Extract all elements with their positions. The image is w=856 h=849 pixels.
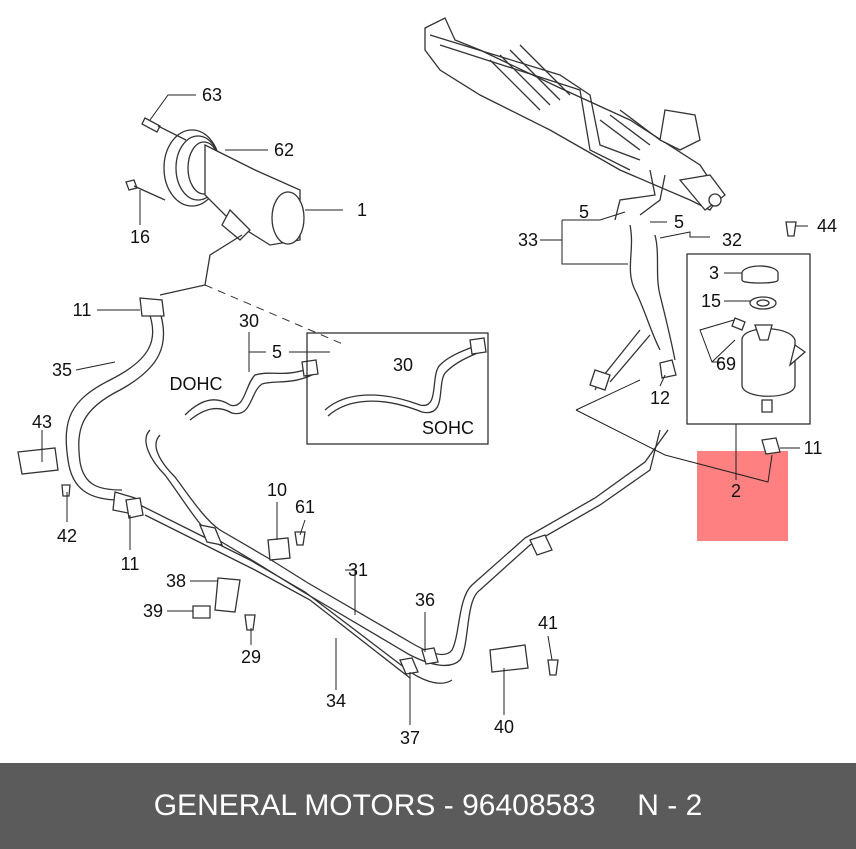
pressure-hose bbox=[629, 224, 661, 351]
sohc-inset bbox=[306, 332, 489, 445]
label-32: 32 bbox=[722, 230, 742, 250]
label-34: 34 bbox=[326, 691, 346, 711]
label-1: 1 bbox=[357, 200, 367, 220]
small-parts bbox=[17, 359, 781, 676]
parts-diagram: 63 62 1 16 11 35 30 5 DOHC 30 SOHC 43 42… bbox=[17, 17, 837, 748]
label-41: 41 bbox=[538, 613, 558, 633]
label-61: 61 bbox=[295, 497, 315, 517]
pump-pipe bbox=[159, 234, 243, 296]
label-11-b: 11 bbox=[121, 554, 140, 574]
label-12: 12 bbox=[650, 388, 670, 408]
label-dohc: DOHC bbox=[170, 374, 223, 394]
label-11-c: 11 bbox=[804, 438, 823, 458]
label-5-c: 5 bbox=[674, 212, 684, 232]
return-lines bbox=[139, 429, 669, 684]
callout-labels: 63 62 1 16 11 35 30 5 DOHC 30 SOHC 43 42… bbox=[32, 85, 837, 748]
label-36: 36 bbox=[415, 590, 435, 610]
highlight-box bbox=[697, 451, 788, 541]
label-39: 39 bbox=[143, 601, 163, 621]
label-30-b: 30 bbox=[393, 355, 413, 375]
label-44: 44 bbox=[817, 216, 837, 236]
label-69: 69 bbox=[716, 354, 736, 374]
label-15: 15 bbox=[701, 291, 721, 311]
footer-bar: GENERAL MOTORS - 96408583 N - 2 bbox=[0, 763, 856, 849]
steering-rack bbox=[424, 17, 726, 221]
label-31: 31 bbox=[348, 560, 368, 580]
label-33: 33 bbox=[518, 230, 538, 250]
label-5-a: 5 bbox=[272, 342, 282, 362]
dohc-pipe bbox=[184, 367, 311, 416]
label-16: 16 bbox=[130, 227, 150, 247]
footer-text: GENERAL MOTORS - 96408583 N - 2 bbox=[153, 789, 703, 822]
label-2: 2 bbox=[731, 481, 741, 501]
label-63: 63 bbox=[202, 85, 222, 105]
label-5-b: 5 bbox=[579, 202, 589, 222]
leader-lines bbox=[41, 94, 808, 725]
label-38: 38 bbox=[166, 571, 186, 591]
label-sohc: SOHC bbox=[422, 418, 474, 438]
label-42: 42 bbox=[57, 526, 77, 546]
label-37: 37 bbox=[400, 728, 420, 748]
label-30-a: 30 bbox=[239, 311, 259, 331]
reservoir-assembly bbox=[686, 221, 811, 425]
label-3: 3 bbox=[709, 263, 719, 283]
dashed-line bbox=[204, 284, 346, 346]
power-steering-pump bbox=[125, 117, 305, 246]
label-11-a: 11 bbox=[73, 300, 92, 320]
label-35: 35 bbox=[52, 360, 72, 380]
label-29: 29 bbox=[241, 647, 261, 667]
label-40: 40 bbox=[494, 717, 514, 737]
label-10: 10 bbox=[267, 480, 287, 500]
hose-35 bbox=[65, 297, 165, 515]
label-43: 43 bbox=[32, 412, 52, 432]
label-62: 62 bbox=[274, 140, 294, 160]
